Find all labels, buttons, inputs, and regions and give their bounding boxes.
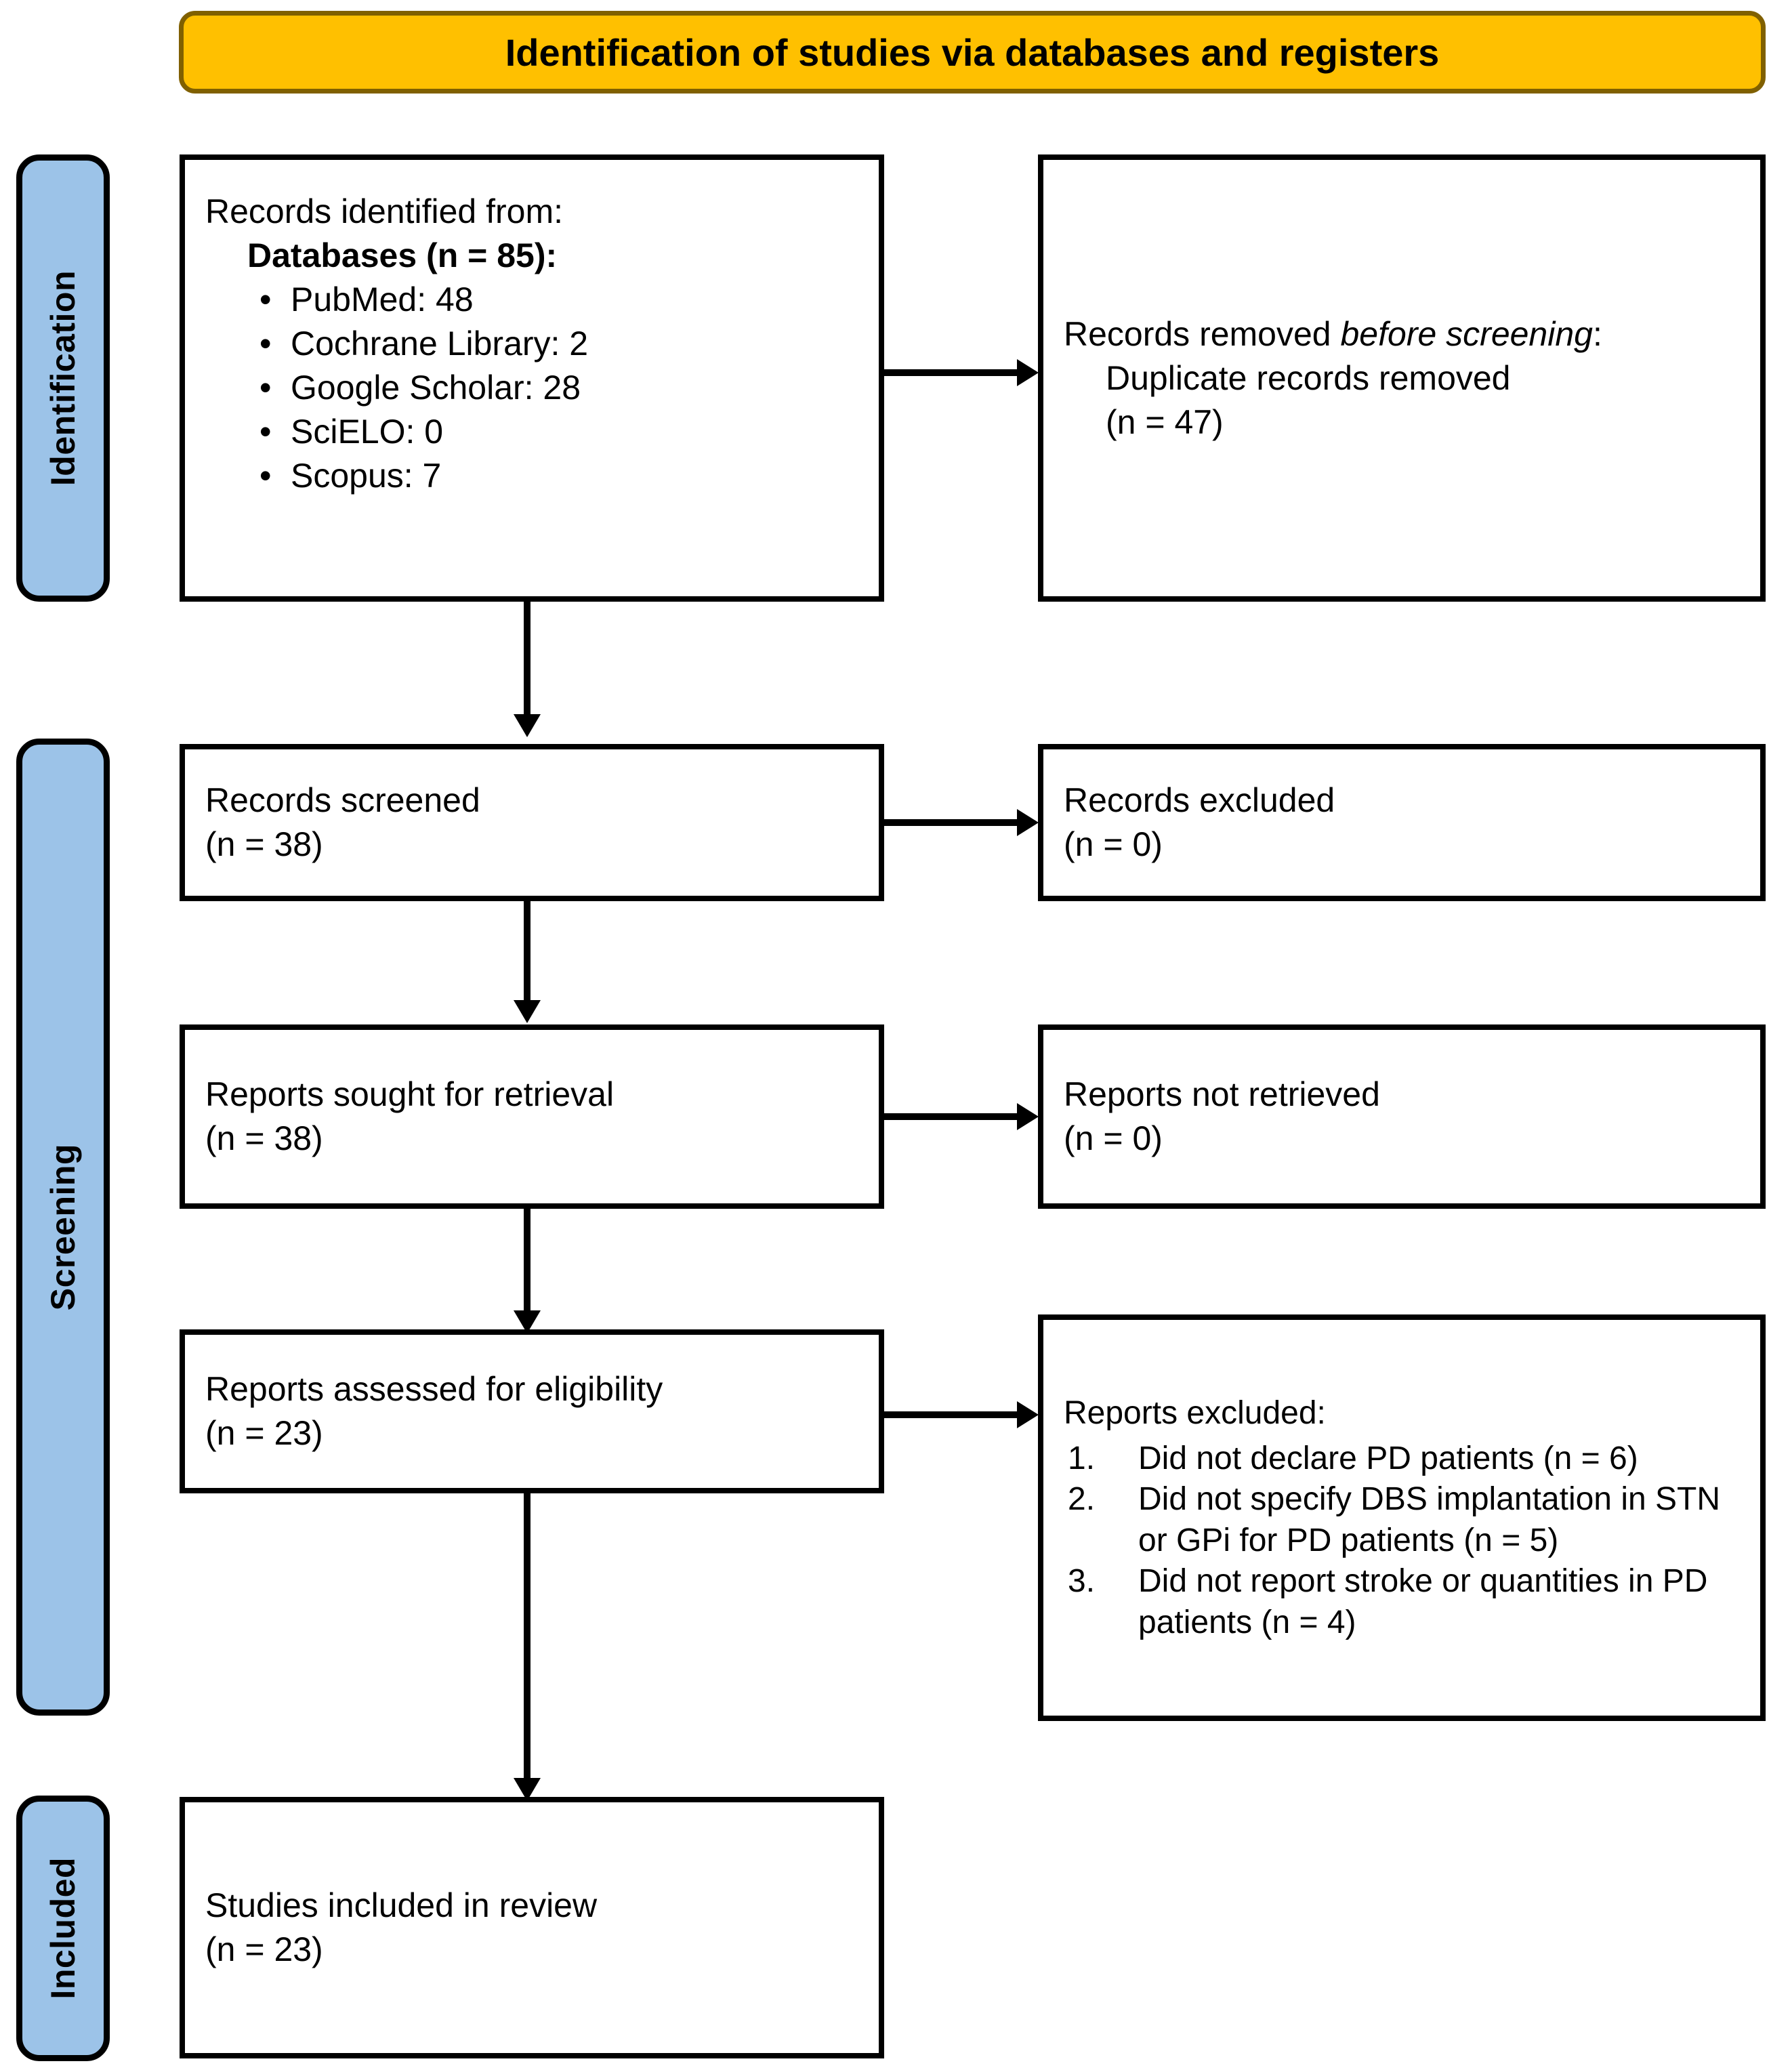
list-item-text: Did not report stroke or quantities in P… xyxy=(1138,1563,1708,1640)
list-item: 2. Did not specify DBS implantation in S… xyxy=(1064,1479,1740,1561)
connector-identified-to-screened xyxy=(514,602,541,739)
records-removed-detail-line2: (n = 47) xyxy=(1106,402,1224,441)
list-item-text: Did not specify DBS implantation in STN … xyxy=(1138,1481,1721,1558)
studies-included-count: (n = 23) xyxy=(205,1930,323,1968)
phase-pill-included: Included xyxy=(16,1796,110,2061)
box-reports-sought: Reports sought for retrieval (n = 38) xyxy=(180,1024,884,1209)
phase-pill-screening: Screening xyxy=(16,739,110,1716)
reports-sought-count: (n = 38) xyxy=(205,1119,323,1157)
connector-sought-to-not-retrieved xyxy=(884,1103,1041,1130)
box-reports-excluded: Reports excluded: 1. Did not declare PD … xyxy=(1038,1314,1766,1721)
list-item-number: 1. xyxy=(1068,1441,1096,1477)
reports-not-retrieved-label: Reports not retrieved xyxy=(1064,1075,1380,1113)
phase-pill-identification: Identification xyxy=(16,154,110,602)
list-item-number: 3. xyxy=(1068,1563,1096,1600)
records-removed-detail-line1: Duplicate records removed xyxy=(1106,358,1511,397)
reports-not-retrieved-count: (n = 0) xyxy=(1064,1119,1163,1157)
connector-sought-to-assessed xyxy=(514,1209,541,1335)
records-removed-title-italic: before screening xyxy=(1340,314,1593,353)
list-item: Cochrane Library: 2 xyxy=(259,322,858,366)
studies-included-label: Studies included in review xyxy=(205,1886,598,1924)
connector-assessed-to-included xyxy=(514,1493,541,1802)
records-removed-title: Records removed before screening: xyxy=(1064,312,1740,356)
records-excluded-count: (n = 0) xyxy=(1064,825,1163,863)
list-item: Google Scholar: 28 xyxy=(259,366,858,410)
diagram-header-title: Identification of studies via databases … xyxy=(505,30,1440,74)
list-item: 1. Did not declare PD patients (n = 6) xyxy=(1064,1438,1740,1479)
connector-assessed-to-excluded xyxy=(884,1401,1041,1428)
reports-assessed-count: (n = 23) xyxy=(205,1414,323,1452)
reports-sought-label: Reports sought for retrieval xyxy=(205,1075,615,1113)
list-item: 3. Did not report stroke or quantities i… xyxy=(1064,1561,1740,1643)
records-screened-count: (n = 38) xyxy=(205,825,323,863)
box-reports-assessed: Reports assessed for eligibility (n = 23… xyxy=(180,1329,884,1493)
connector-screened-to-sought xyxy=(514,901,541,1024)
list-item: PubMed: 48 xyxy=(259,278,858,322)
reports-excluded-reason-list: 1. Did not declare PD patients (n = 6) 2… xyxy=(1064,1438,1740,1643)
list-item-text: Did not declare PD patients (n = 6) xyxy=(1138,1441,1638,1477)
records-removed-title-tail: : xyxy=(1592,314,1602,353)
records-removed-title-plain: Records removed xyxy=(1064,314,1341,353)
list-item: SciELO: 0 xyxy=(259,410,858,454)
phase-label-screening: Screening xyxy=(44,1143,82,1311)
box-records-identified: Records identified from: Databases (n = … xyxy=(180,154,884,602)
connector-identified-to-removed xyxy=(884,359,1041,386)
list-item: Scopus: 7 xyxy=(259,454,858,498)
box-reports-not-retrieved: Reports not retrieved (n = 0) xyxy=(1038,1024,1766,1209)
phase-label-identification: Identification xyxy=(44,270,82,486)
records-identified-title: Records identified from: xyxy=(205,192,564,230)
reports-assessed-label: Reports assessed for eligibility xyxy=(205,1370,663,1408)
box-studies-included: Studies included in review (n = 23) xyxy=(180,1797,884,2058)
box-records-screened: Records screened (n = 38) xyxy=(180,744,884,901)
diagram-header-banner: Identification of studies via databases … xyxy=(179,11,1766,94)
records-identified-subtitle: Databases (n = 85): xyxy=(247,236,558,274)
records-identified-source-list: PubMed: 48 Cochrane Library: 2 Google Sc… xyxy=(205,278,858,498)
reports-excluded-label: Reports excluded: xyxy=(1064,1394,1326,1431)
connector-screened-to-excluded xyxy=(884,809,1041,836)
box-records-removed: Records removed before screening: Duplic… xyxy=(1038,154,1766,602)
list-item-number: 2. xyxy=(1068,1481,1096,1518)
records-screened-label: Records screened xyxy=(205,781,480,819)
box-records-excluded: Records excluded (n = 0) xyxy=(1038,744,1766,901)
phase-label-included: Included xyxy=(44,1857,82,2000)
records-excluded-label: Records excluded xyxy=(1064,781,1335,819)
